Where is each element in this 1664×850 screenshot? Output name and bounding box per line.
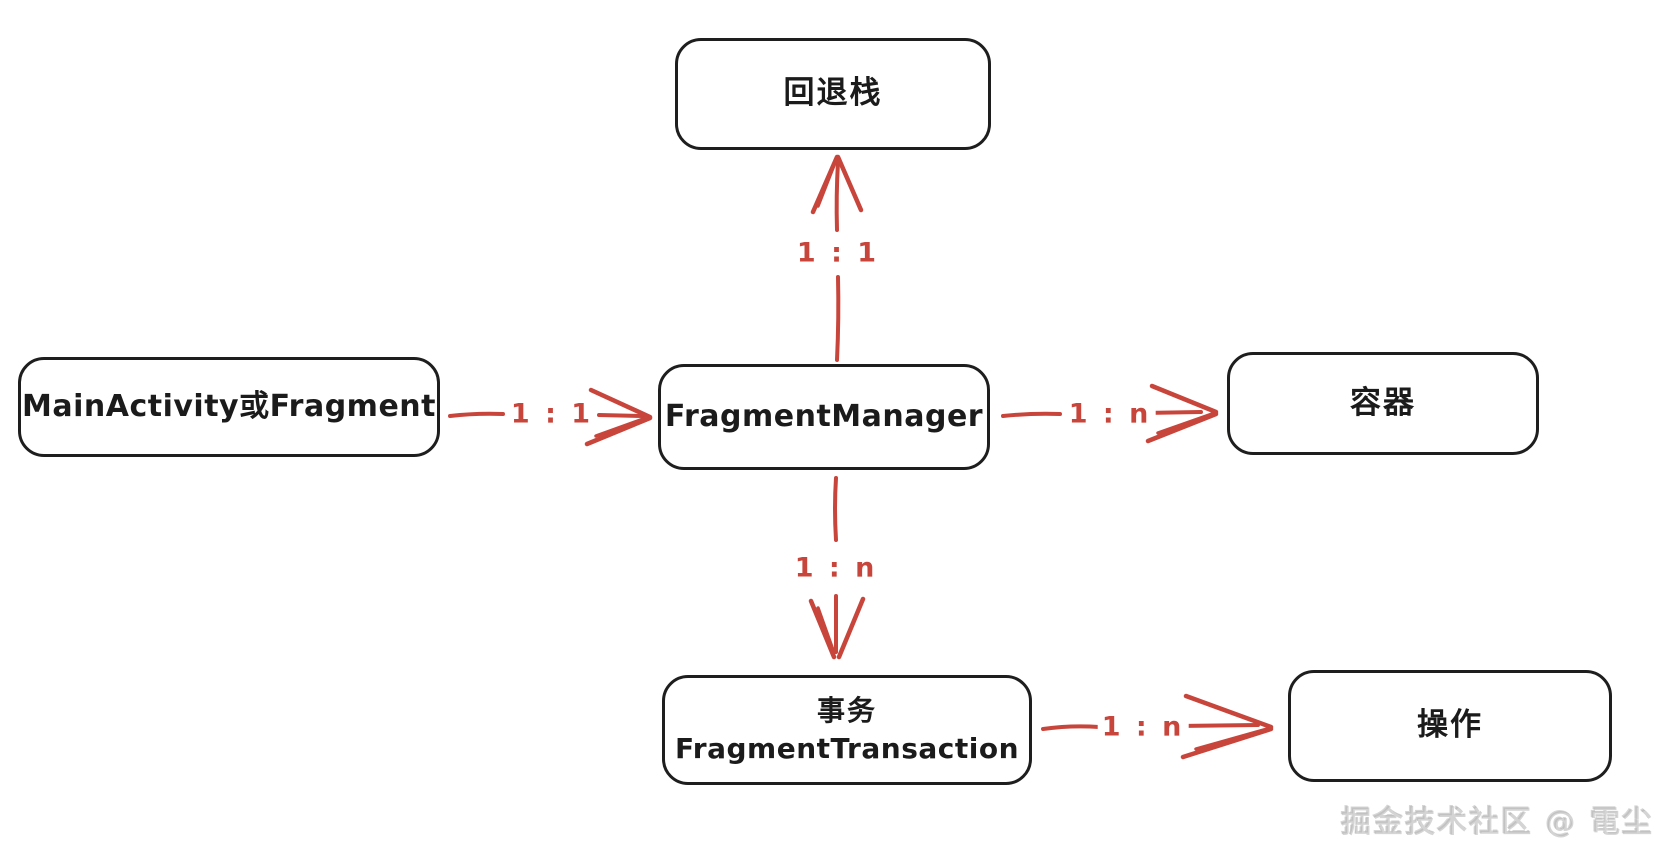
arrow-shaft	[597, 413, 645, 418]
arrow-shaft	[1001, 411, 1062, 418]
node-fragment-manager-label: FragmentManager	[664, 398, 984, 434]
arrow-shaft	[835, 275, 841, 362]
node-backstack-label: 回退栈	[783, 75, 883, 112]
node-fragment-manager: FragmentManager	[658, 364, 990, 470]
edge-label-fm-to-backstack: 1 : 1	[792, 237, 884, 269]
arrow-head	[816, 606, 836, 655]
arrow-shaft	[833, 476, 838, 542]
node-operation-label: 操作	[1417, 707, 1483, 744]
arrow-head	[1145, 411, 1219, 444]
edge-label-transaction-to-operation: 1 : n	[1097, 711, 1189, 743]
juejin-watermark: 掘金技术社区 @ 電尘	[1341, 805, 1654, 840]
node-main-activity: MainActivity或Fragment	[18, 357, 440, 457]
arrow-main-to-fm	[448, 387, 653, 447]
node-container: 容器	[1227, 352, 1539, 455]
arrow-shaft	[1041, 724, 1101, 731]
arrow-fm-to-backstack	[810, 154, 864, 362]
edge-label-fm-to-transaction: 1 : n	[790, 552, 882, 584]
node-transaction-label-line1: 事务	[816, 694, 877, 728]
node-transaction: 事务 FragmentTransaction	[662, 675, 1032, 785]
arrow-head	[594, 416, 648, 438]
arrow-shaft	[1175, 723, 1260, 728]
arrow-head	[808, 598, 837, 660]
arrow-head	[835, 154, 864, 213]
edge-label-main-to-fm: 1 : 1	[506, 398, 598, 430]
node-backstack: 回退栈	[675, 38, 991, 150]
node-operation: 操作	[1288, 670, 1612, 782]
node-container-label: 容器	[1350, 384, 1416, 421]
arrow-shaft	[834, 160, 840, 232]
arrow-transaction-to-operation	[1041, 693, 1274, 760]
edge-label-fm-to-container: 1 : n	[1064, 398, 1156, 430]
arrow-head	[1156, 412, 1214, 435]
arrow-head	[816, 158, 838, 208]
arrow-head	[584, 415, 653, 447]
node-transaction-label-line2: FragmentTransaction	[674, 732, 1020, 765]
arrow-head	[1183, 693, 1274, 730]
node-main-activity-label: MainActivity或Fragment	[22, 388, 436, 424]
arrow-fm-to-transaction	[808, 476, 866, 660]
arrow-head	[588, 387, 653, 420]
arrow-head	[1149, 383, 1219, 415]
arrow-head	[1194, 727, 1269, 751]
arrow-head	[836, 596, 866, 660]
arrow-shaft	[448, 411, 505, 418]
